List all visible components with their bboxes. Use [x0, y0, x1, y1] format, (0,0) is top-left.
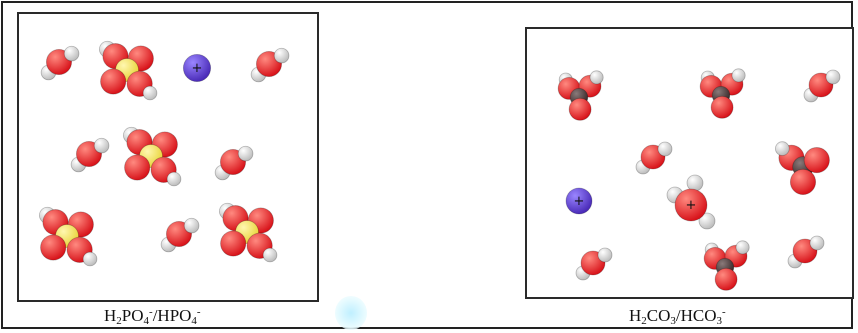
- right-caption-part: 3: [716, 315, 723, 327]
- left-caption-part: 4: [191, 315, 197, 327]
- hydrogen-atom: [93, 137, 110, 154]
- right-caption-part: /HCO: [675, 306, 717, 325]
- phosphate-buffer-panel: +: [17, 12, 319, 302]
- carbonic-acid-molecule: [703, 240, 750, 291]
- right-caption-part: 3: [670, 315, 676, 327]
- carbonate-buffer-panel: ++: [525, 27, 854, 299]
- carbonate-buffer-caption: H2CO3/HCO3-: [629, 306, 726, 327]
- cation-atom: [182, 53, 212, 83]
- right-caption-part: CO: [646, 306, 671, 325]
- water-molecule: [575, 247, 613, 281]
- phosphate-molecule: [39, 206, 98, 267]
- hydrogen-atom: [82, 251, 98, 267]
- cation-molecule: +: [182, 53, 212, 83]
- left-caption-part: -: [149, 306, 153, 318]
- oxygen-atom: [714, 267, 738, 291]
- oxygen-atom: [710, 95, 734, 119]
- oxygen-atom: [40, 234, 67, 261]
- cation-molecule: +: [565, 187, 593, 215]
- left-caption-part: H: [104, 306, 117, 325]
- charge-sign: +: [574, 194, 585, 209]
- water-molecule: [250, 47, 290, 83]
- phosphate-molecule: [98, 40, 158, 101]
- bicarbonate-molecule: [775, 141, 830, 196]
- hydrogen-atom: [731, 68, 746, 83]
- phosphate-molecule: [218, 202, 278, 263]
- hydrogen-atom: [262, 247, 278, 263]
- hydrogen-atom: [237, 145, 254, 162]
- right-caption-part: H: [629, 306, 642, 325]
- hydrogen-atom: [775, 141, 790, 156]
- hydrogen-atom: [825, 69, 841, 85]
- water-molecule: [787, 235, 825, 269]
- light-blue-smudge: [335, 296, 367, 330]
- left-caption-part: PO: [121, 306, 144, 325]
- oxygen-atom: [100, 68, 127, 95]
- phosphate-molecule: [122, 126, 182, 187]
- hydrogen-atom: [686, 174, 704, 192]
- phosphate-buffer-caption: H2PO4-/HPO4-: [104, 306, 201, 327]
- carbonic-acid-molecule: [699, 68, 746, 119]
- charge-sign: +: [686, 198, 697, 213]
- water-molecule: [40, 45, 80, 81]
- charge-sign: +: [192, 61, 203, 76]
- water-molecule: [635, 141, 673, 175]
- water-molecule: [803, 69, 841, 103]
- hydrogen-atom: [273, 47, 290, 64]
- oxygen-atom: [124, 154, 151, 181]
- hydrogen-atom: [735, 240, 750, 255]
- oxygen-atom: [789, 168, 817, 196]
- water-molecule: [214, 145, 254, 181]
- cation-atom: [565, 187, 593, 215]
- water-molecule: [70, 137, 110, 173]
- right-caption-part: 2: [641, 315, 647, 327]
- oxygen-atom: [803, 147, 830, 174]
- hydrogen-atom: [589, 70, 604, 85]
- hydronium-molecule: +: [666, 174, 716, 230]
- hydrogen-atom: [698, 212, 716, 230]
- hydrogen-atom: [63, 45, 80, 62]
- oxygen-atom: [220, 230, 247, 257]
- carbonic-acid-molecule: [557, 70, 604, 121]
- hydrogen-atom: [809, 235, 825, 251]
- hydrogen-atom: [657, 141, 673, 157]
- left-caption-part: -: [196, 306, 201, 318]
- hydrogen-atom: [597, 247, 613, 263]
- left-caption-part: 2: [116, 315, 122, 327]
- phosphate-buffer-illustration: +: [39, 40, 290, 267]
- oxygen-atom: [568, 97, 592, 121]
- left-caption-part: 4: [143, 315, 150, 327]
- right-caption-part: -: [722, 306, 726, 318]
- carbonate-buffer-illustration: ++: [557, 68, 841, 291]
- hydrogen-atom: [142, 85, 158, 101]
- water-molecule: [160, 217, 200, 253]
- hydrogen-atom: [183, 217, 200, 234]
- oxygen-atom: [674, 188, 708, 222]
- hydrogen-atom: [166, 171, 182, 187]
- left-caption-part: /HPO: [152, 306, 192, 325]
